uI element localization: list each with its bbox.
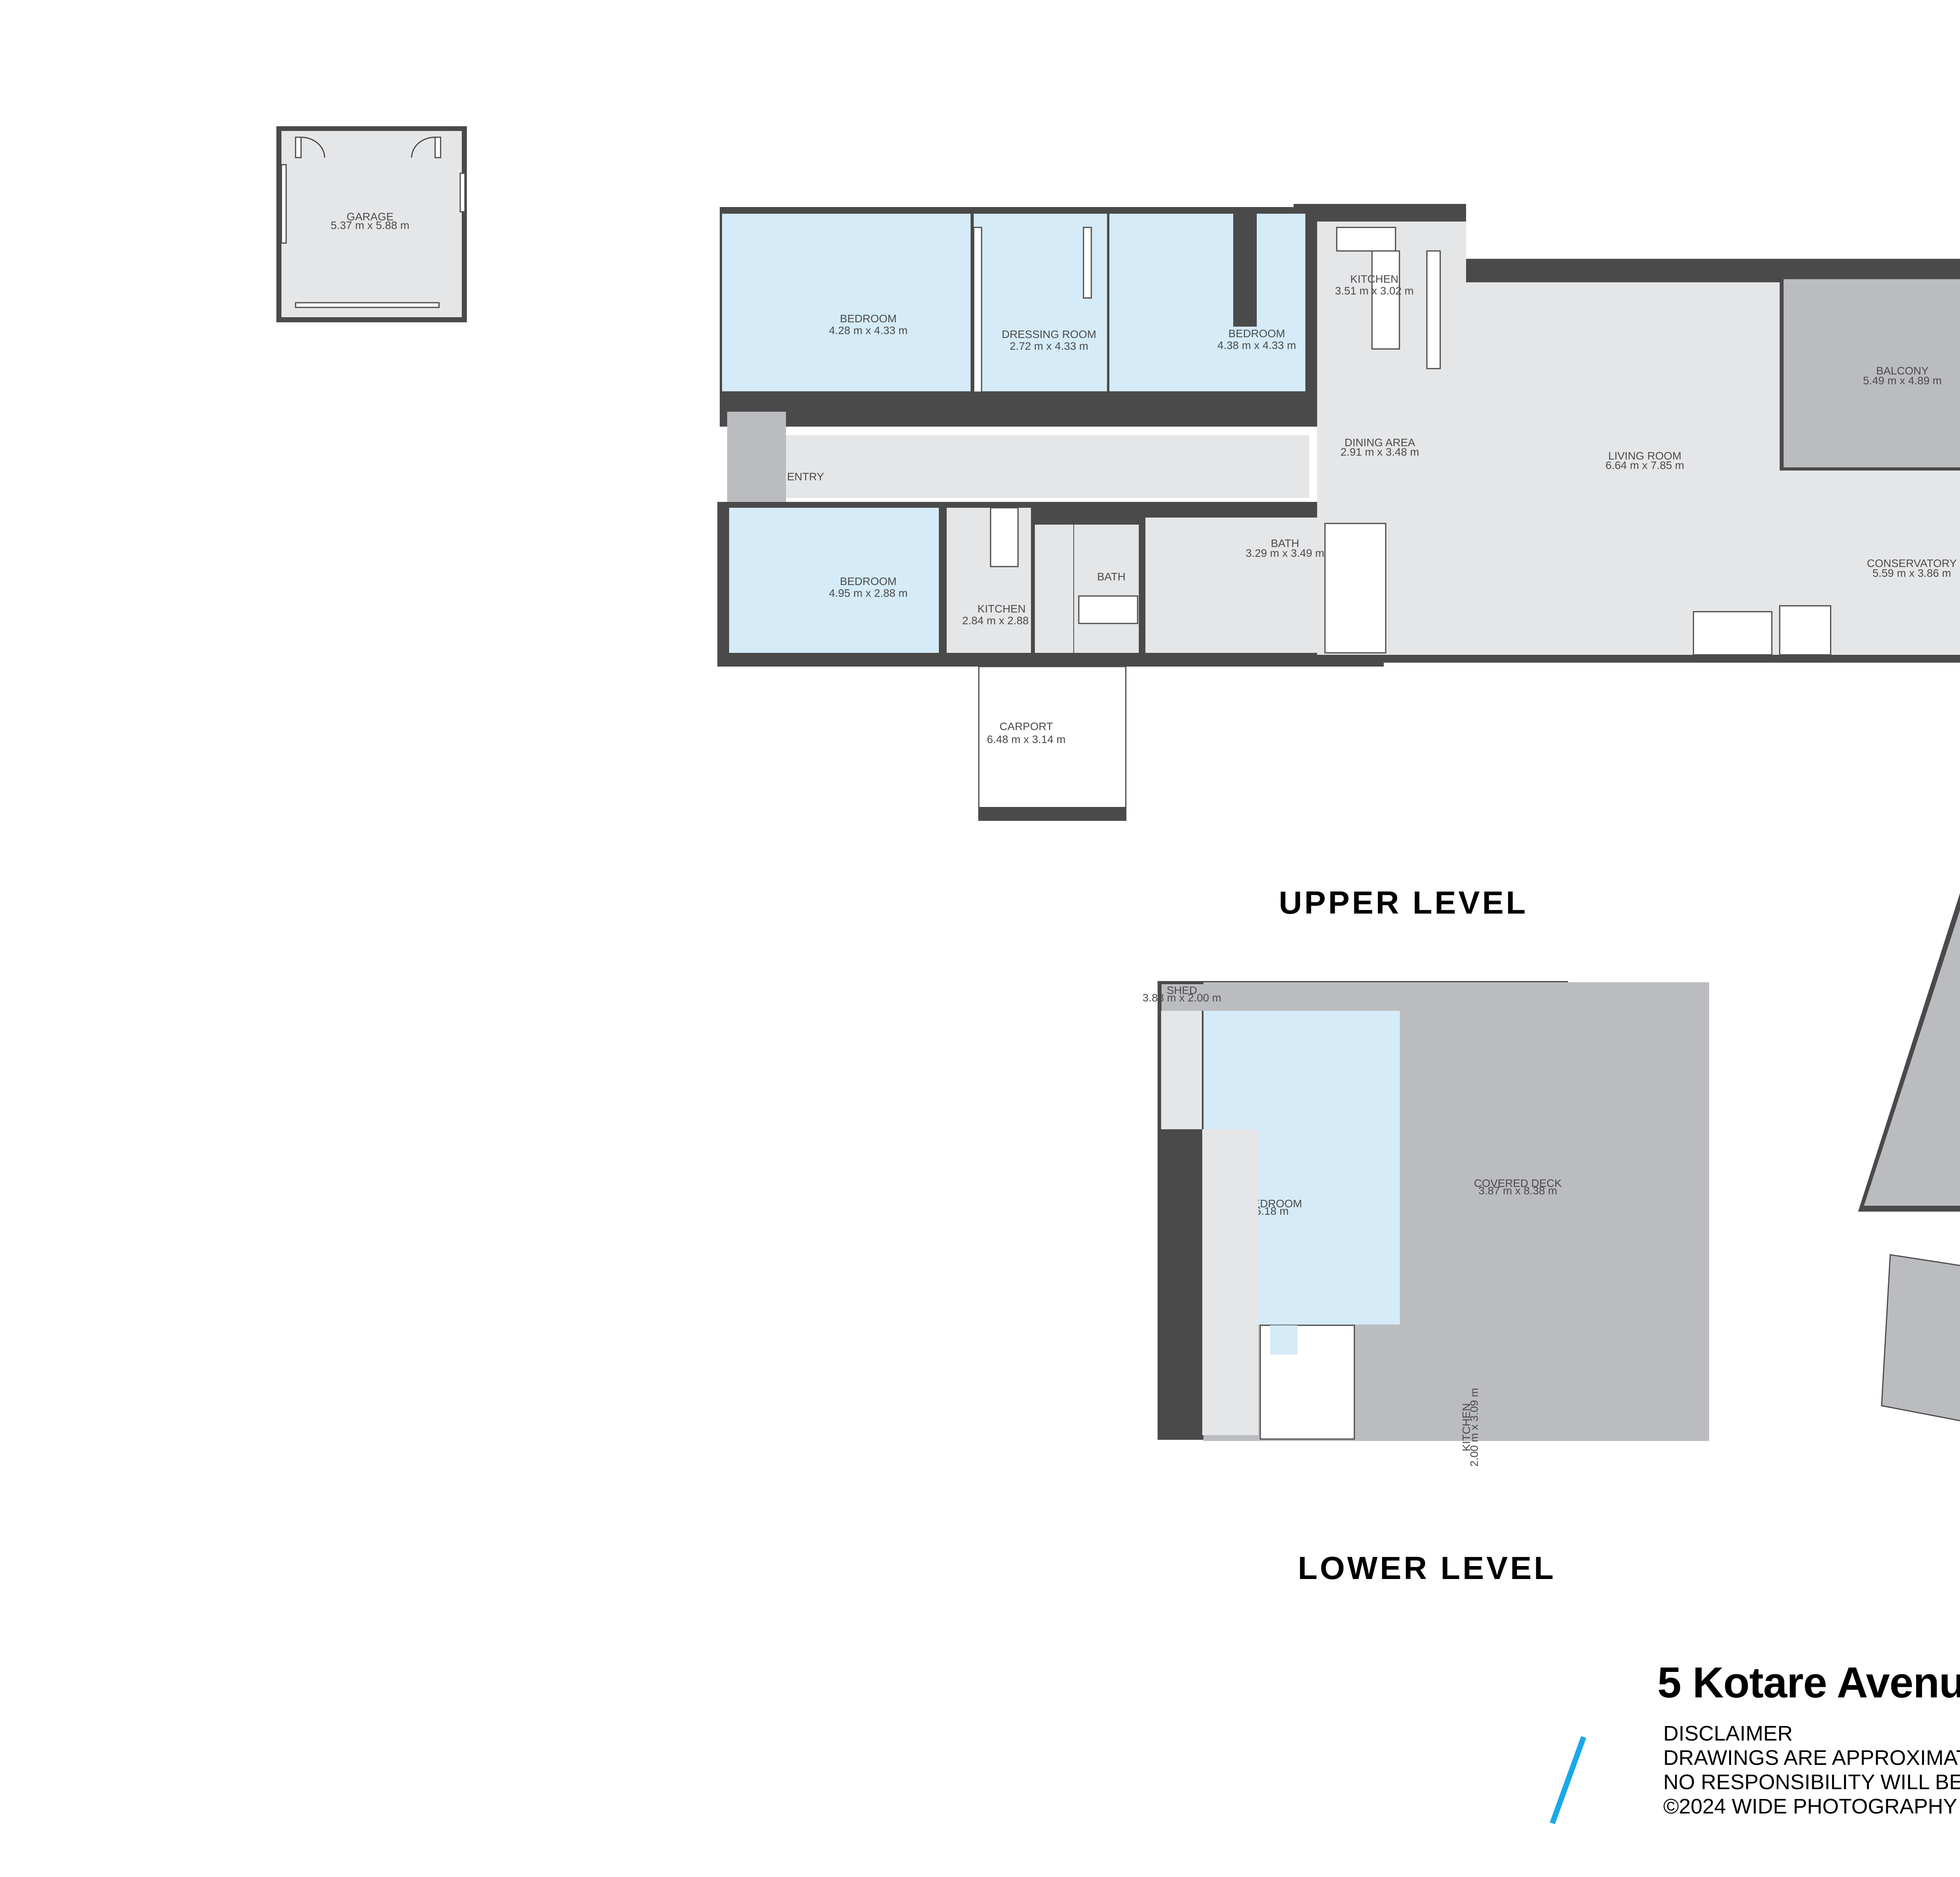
room-dims-dining-area: 2.91 m x 3.48 m <box>1341 446 1419 458</box>
room-label-entry: ENTRY <box>787 471 824 483</box>
room-dims-bath-2: 3.29 m x 3.49 m <box>1246 547 1325 559</box>
room-dims-conservatory: 5.59 m x 3.86 m <box>1873 567 1951 579</box>
room-dims-shed: 3.88 m x 2.00 m <box>1143 992 1221 1004</box>
room-dims-kitchenette: 2.00 m x 3.09 m <box>1468 1388 1480 1467</box>
room-label-bath-2: BATH <box>1271 537 1299 549</box>
room-label-conservatory: CONSERVATORY <box>1867 557 1957 569</box>
room-label-kitchen-2: KITCHEN <box>978 603 1026 615</box>
carport-block: CARPORT 6.48 m x 3.14 m <box>978 666 1127 821</box>
room-dims-kitchen-2: 2.84 m x 2.88 m <box>962 614 1041 627</box>
room-label-kitchenette: KITCHEN <box>1460 1403 1472 1452</box>
room-dims-dressing-room: 2.72 m x 4.33 m <box>1010 340 1089 352</box>
room-label-balcony: BALCONY <box>1876 365 1929 377</box>
room-label-living-room: LIVING ROOM <box>1608 450 1682 462</box>
disclaimer-line: NO RESPONSIBILITY WILL BE TAKEN FOR ANY … <box>1663 1770 1960 1794</box>
level-label-lower: LOWER LEVEL <box>1298 1550 1556 1586</box>
room-dims-balcony: 5.49 m x 4.89 m <box>1863 374 1942 387</box>
room-label-shed: SHED <box>1167 984 1197 996</box>
garage-block: GARAGE 5.37 m x 5.88 m <box>276 126 467 322</box>
disclaimer-line: ©2024 WIDE PHOTOGRAPHY <box>1663 1795 1957 1818</box>
room-label-bath-1: BATH <box>1097 571 1126 583</box>
room-label-bedroom-2: BEDROOM <box>1229 327 1285 340</box>
room-dims-covered-deck: 3.87 m x 8.38 m <box>1479 1185 1557 1197</box>
room-label-dressing-room: DRESSING ROOM <box>1002 328 1096 340</box>
room-label-carport: CARPORT <box>1000 720 1053 732</box>
boat-shed-plan: BOAT SHED 10.0 m x 11.0 m DECK 6.8 m x 2… <box>1858 893 1960 1421</box>
room-dims-kitchen-main: 3.51 m x 3.02 m <box>1335 285 1414 297</box>
accent-slash-icon <box>1550 1736 1586 1824</box>
upper-level-plan: BEDROOM 4.28 m x 4.33 m DRESSING ROOM 2.… <box>717 204 1960 667</box>
disclaimer-block: DISCLAIMER DRAWINGS ARE APPROXIMATE AND … <box>1663 1721 1960 1819</box>
room-dims-bedroom-2: 4.38 m x 4.33 m <box>1218 339 1296 351</box>
room-label-bedroom-1: BEDROOM <box>840 313 897 325</box>
room-dims-living-room: 6.64 m x 7.85 m <box>1606 459 1684 471</box>
room-dims-garage: 5.37 m x 5.88 m <box>331 219 410 231</box>
disclaimer-heading: DISCLAIMER <box>1663 1722 1793 1745</box>
room-dims-bedroom-3: 4.95 m x 2.88 m <box>829 587 908 599</box>
level-label-upper: UPPER LEVEL <box>1279 885 1528 921</box>
room-label-kitchen-main: KITCHEN <box>1350 273 1399 285</box>
room-label-dining-area: DINING AREA <box>1345 436 1416 449</box>
disclaimer-line: DRAWINGS ARE APPROXIMATE AND FOR ILLUSTR… <box>1663 1746 1960 1770</box>
property-address: 5 Kotare Avenue Westmere <box>1657 1659 1960 1707</box>
room-label-covered-deck: COVERED DECK <box>1474 1177 1562 1189</box>
room-dims-bedroom-1: 4.28 m x 4.33 m <box>829 324 908 336</box>
room-label-garage: GARAGE <box>347 211 394 223</box>
room-label-bedroom-3: BEDROOM <box>840 575 897 587</box>
lower-level-plan: SHED 3.88 m x 2.00 m ENSUITE / ROBE 2.15… <box>1143 981 1709 1466</box>
room-dims-carport: 6.48 m x 3.14 m <box>987 733 1066 745</box>
room-label-ensuite: ENSUITE / ROBE <box>1168 1225 1180 1312</box>
room-dims-ensuite: 2.15 m x 6.18 m <box>1176 1229 1188 1308</box>
